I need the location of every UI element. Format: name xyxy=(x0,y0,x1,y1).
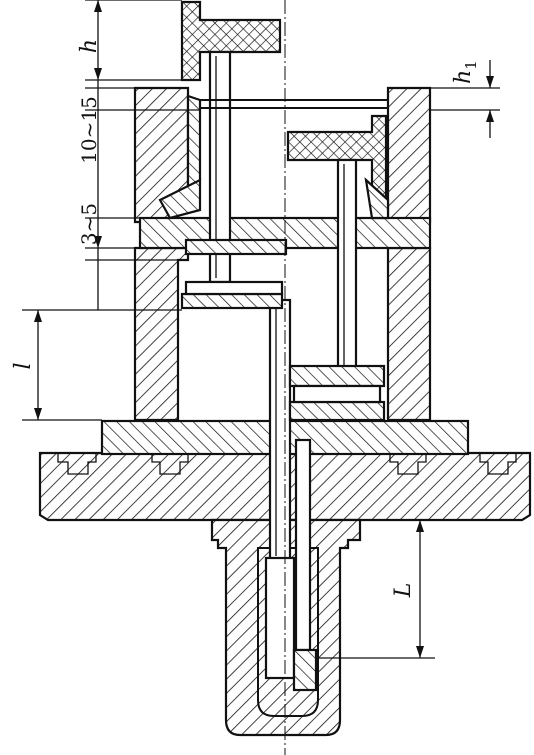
dimension-lines xyxy=(22,0,500,659)
label-l: l xyxy=(11,362,36,369)
svg-text:h1: h1 xyxy=(451,60,480,84)
upper-punch-holder xyxy=(180,0,282,82)
label-h1: h1 xyxy=(451,60,480,84)
label-L: L xyxy=(391,583,416,599)
label-range-top: 10~15 xyxy=(77,96,101,164)
label-range-mid: 3~5 xyxy=(77,203,101,245)
label-h: h xyxy=(77,39,102,53)
inner-guide-parts xyxy=(158,99,390,422)
